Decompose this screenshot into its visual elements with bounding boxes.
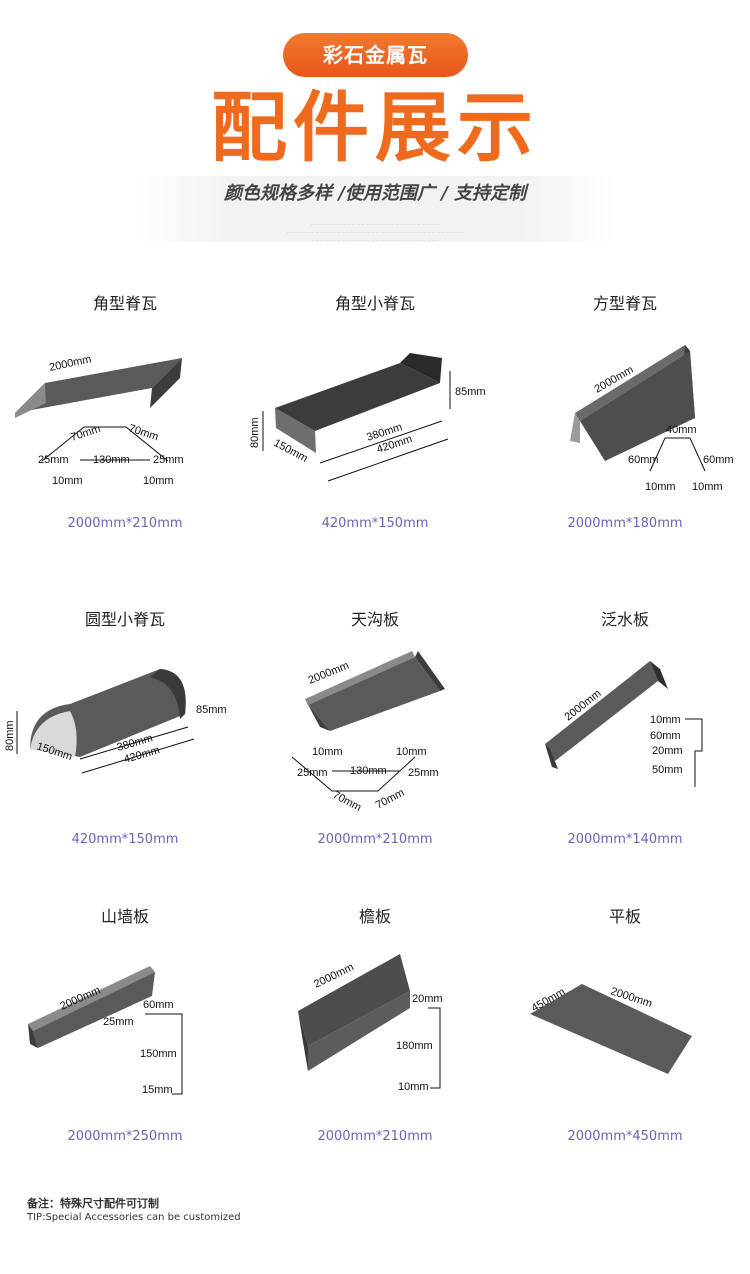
- round-small-ridge-drawing: 85mm 80mm 150mm 380mm 420mm: [4, 669, 227, 774]
- dim-label: 85mm: [455, 386, 486, 398]
- fine-print-line: · · · · · · · · · · · · · · · · · · · · …: [286, 230, 464, 235]
- dim-label: 60mm: [143, 999, 174, 1011]
- product-card-gutter: 天沟板 2000mm 10mm 10mm 25mm 130mm 25mm 70m…: [250, 609, 500, 909]
- product-card-gable-board: 山墙板 2000mm 60mm 25mm 150mm 15mm 2000mm*2…: [0, 906, 250, 1206]
- dim-label: 40mm: [666, 424, 697, 436]
- product-card-round-small-ridge: 圆型小脊瓦 85mm 80mm 150mm 380mm 420mm 420mm*…: [0, 609, 250, 909]
- dim-label: 25mm: [103, 1016, 134, 1028]
- dim-label: 80mm: [4, 720, 16, 751]
- square-ridge-drawing: 2000mm 40mm 60mm 60mm 10mm 10mm: [570, 345, 734, 493]
- dim-label: 25mm: [153, 454, 184, 466]
- product-card-flashing: 泛水板 2000mm 10mm 60mm 20mm 50mm 2000mm*14…: [500, 609, 750, 909]
- dim-label: 10mm: [312, 746, 343, 758]
- fine-print-line: · · · · · · · · · · · · · · · · · · · · …: [312, 238, 438, 243]
- product-size: 2000mm*140mm: [567, 832, 683, 847]
- slogan: 颜色规格多样 /使用范围广 / 支持定制: [224, 183, 526, 204]
- product-size: 420mm*150mm: [71, 832, 179, 847]
- product-name: 泛水板: [600, 610, 649, 629]
- flashing-drawing: 2000mm 10mm 60mm 20mm 50mm: [545, 661, 703, 787]
- dim-label: 10mm: [398, 1081, 429, 1093]
- dim-label: 25mm: [38, 454, 69, 466]
- dim-label: 20mm: [412, 993, 443, 1005]
- dim-label: 85mm: [196, 704, 227, 716]
- product-size: 2000mm*210mm: [317, 832, 433, 847]
- small-angle-ridge-drawing: 85mm 80mm 150mm 380mm 420mm: [250, 353, 486, 482]
- dim-label: 20mm: [652, 745, 683, 757]
- dim-label: 70mm: [331, 789, 364, 814]
- footer-tip: TIP:Special Accessories can be customize…: [27, 1212, 241, 1223]
- dim-label: 180mm: [396, 1040, 433, 1052]
- dim-label: 25mm: [408, 767, 439, 779]
- dim-label: 10mm: [143, 475, 174, 487]
- product-name: 角型小脊瓦: [334, 294, 415, 313]
- dim-label: 80mm: [250, 417, 261, 448]
- product-size: 2000mm*180mm: [567, 516, 683, 531]
- product-name: 圆型小脊瓦: [84, 610, 165, 629]
- product-card-flat-sheet: 平板 450mm 2000mm 2000mm*450mm: [500, 906, 750, 1206]
- product-size: 2000mm*210mm: [67, 516, 183, 531]
- angle-ridge-drawing: 2000mm 70mm 70mm 25mm 130mm 25mm 10mm 10…: [15, 353, 184, 487]
- gutter-drawing: 2000mm 10mm 10mm 25mm 130mm 25mm 70mm 70…: [291, 651, 445, 814]
- product-name: 檐板: [358, 907, 391, 926]
- product-card-angle-ridge: 角型脊瓦 2000mm 70mm 70mm 25mm 130mm 25mm 10…: [0, 293, 250, 593]
- dim-label: 10mm: [692, 481, 723, 493]
- product-name: 角型脊瓦: [92, 294, 157, 313]
- dim-label: 130mm: [350, 765, 387, 777]
- slogan-band: [135, 176, 615, 242]
- product-name: 方型脊瓦: [592, 294, 657, 313]
- dim-label: 10mm: [645, 481, 676, 493]
- fine-print-line: · · · · · · · · · · · · · · · · · · · · …: [310, 222, 440, 227]
- dim-label: 10mm: [396, 746, 427, 758]
- product-name: 天沟板: [350, 610, 399, 629]
- footer-note: 备注：特殊尺寸配件可订制: [27, 1197, 159, 1210]
- eave-board-drawing: 2000mm 20mm 180mm 10mm: [298, 954, 443, 1093]
- product-size: 2000mm*210mm: [317, 1129, 433, 1144]
- dim-label: 130mm: [93, 454, 130, 466]
- product-size: 2000mm*450mm: [567, 1129, 683, 1144]
- product-card-small-angle-ridge: 角型小脊瓦 85mm 80mm 150mm 380mm 420mm 420mm*…: [250, 293, 500, 593]
- flat-sheet-drawing: 450mm 2000mm: [530, 984, 692, 1074]
- dim-label: 60mm: [703, 454, 734, 466]
- product-card-eave-board: 檐板 2000mm 20mm 180mm 10mm 2000mm*210mm: [250, 906, 500, 1206]
- product-size: 2000mm*250mm: [67, 1129, 183, 1144]
- product-name: 平板: [608, 907, 641, 926]
- dim-label: 10mm: [52, 475, 83, 487]
- dim-label: 60mm: [628, 454, 659, 466]
- product-size: 420mm*150mm: [321, 516, 429, 531]
- dim-label: 2000mm: [48, 353, 92, 374]
- dim-label: 10mm: [650, 714, 681, 726]
- category-badge: 彩石金属瓦: [283, 33, 468, 77]
- product-name: 山墙板: [100, 907, 149, 926]
- product-card-square-ridge: 方型脊瓦 2000mm 40mm 60mm 60mm 10mm 10mm 200…: [500, 293, 750, 593]
- dim-label: 50mm: [652, 764, 683, 776]
- dim-label: 70mm: [127, 422, 160, 443]
- dim-label: 25mm: [297, 767, 328, 779]
- gable-board-drawing: 2000mm 60mm 25mm 150mm 15mm: [28, 966, 183, 1096]
- dim-label: 15mm: [142, 1084, 173, 1096]
- dim-label: 60mm: [650, 730, 681, 742]
- page-title: 配件展示: [211, 83, 539, 172]
- dim-label: 150mm: [140, 1048, 177, 1060]
- dim-label: 70mm: [69, 423, 102, 444]
